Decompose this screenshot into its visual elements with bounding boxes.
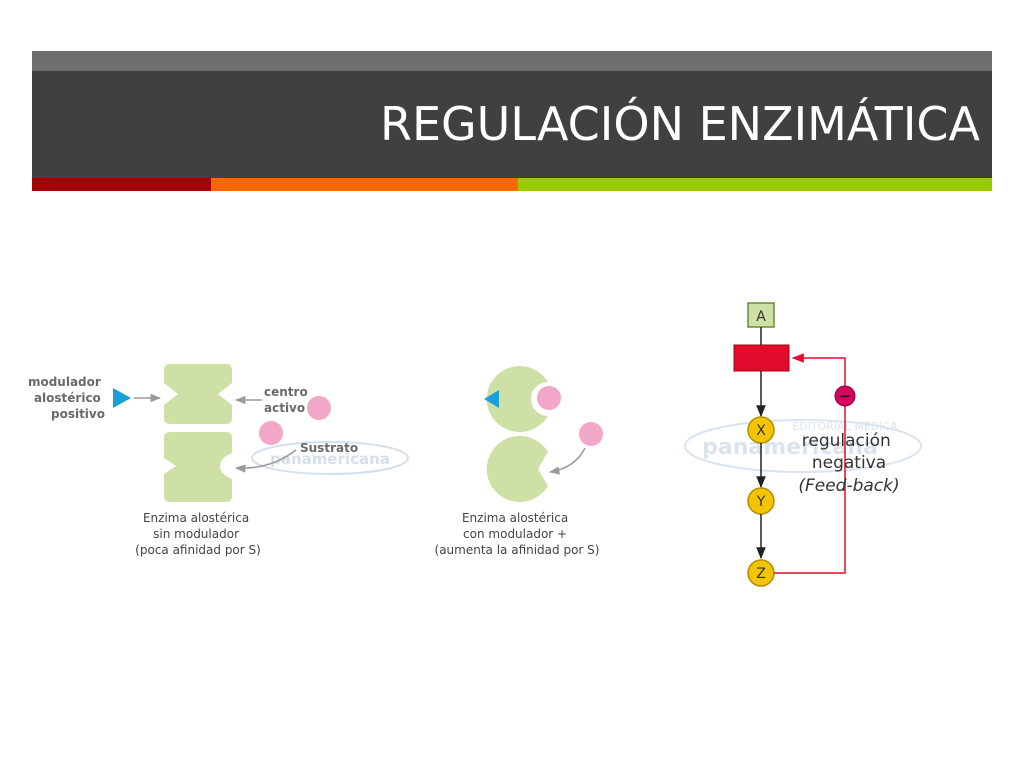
allosteric-modulator-icon — [484, 390, 499, 408]
pathway-node-x-label: X — [756, 423, 766, 439]
feedback-inhibition-line — [774, 353, 846, 574]
caption-with-modulator: Enzima alostérica con modulador + (aumen… — [435, 511, 600, 557]
slide-title: REGULACIÓN ENZIMÁTICA — [380, 97, 980, 151]
feedback-pathway: EDITORIAL MEDICA panamericana A X Y Z − … — [684, 302, 922, 587]
substrate-label: Sustrato — [300, 441, 358, 455]
accent-bar-red — [32, 178, 211, 191]
header-top-band — [32, 51, 992, 71]
regulated-enzyme-block — [733, 344, 790, 372]
feedback-label: regulación negativa — [802, 431, 896, 473]
substrate-molecule — [259, 421, 283, 445]
allosteric-modulator-icon — [113, 388, 131, 408]
substrate-arrow — [548, 447, 586, 475]
substrate-arrow — [234, 449, 297, 473]
watermark-text: panamericana — [270, 450, 390, 468]
panel-without-modulator: panamericana modulador alostérico positi… — [28, 364, 409, 557]
accent-bar-green — [518, 178, 992, 191]
watermark-left: panamericana — [251, 441, 409, 475]
substrate-molecule — [579, 422, 603, 446]
accent-bar-orange — [211, 178, 518, 191]
feedback-label-italic: (Feed-back) — [798, 476, 899, 496]
substrate-bound — [537, 386, 561, 410]
slide-header: REGULACIÓN ENZIMÁTICA — [32, 51, 992, 191]
pathway-node-a — [747, 302, 775, 328]
pathway-node-y-label: Y — [756, 494, 766, 510]
enzyme-upper-subunit — [164, 364, 232, 424]
enzyme-lower-disc — [486, 436, 548, 503]
caption-without-modulator: Enzima alostérica sin modulador (poca af… — [135, 511, 261, 557]
inhibition-icon — [834, 385, 856, 407]
pathway-node-z-label: Z — [756, 566, 766, 582]
substrate-molecule — [307, 396, 331, 420]
modulator-label: modulador alostérico positivo — [28, 375, 105, 421]
svg-text:panamericana: panamericana — [702, 435, 878, 460]
active-site-label: centro activo — [264, 385, 312, 415]
pathway-node-a-label: A — [756, 309, 766, 325]
inhibition-symbol: − — [839, 387, 852, 405]
panel-with-modulator: Enzima alostérica con modulador + (aumen… — [435, 366, 603, 557]
enzyme-lower-subunit — [164, 432, 232, 502]
enzyme-upper-disc — [486, 366, 548, 433]
header-title-band: REGULACIÓN ENZIMÁTICA — [32, 71, 992, 178]
